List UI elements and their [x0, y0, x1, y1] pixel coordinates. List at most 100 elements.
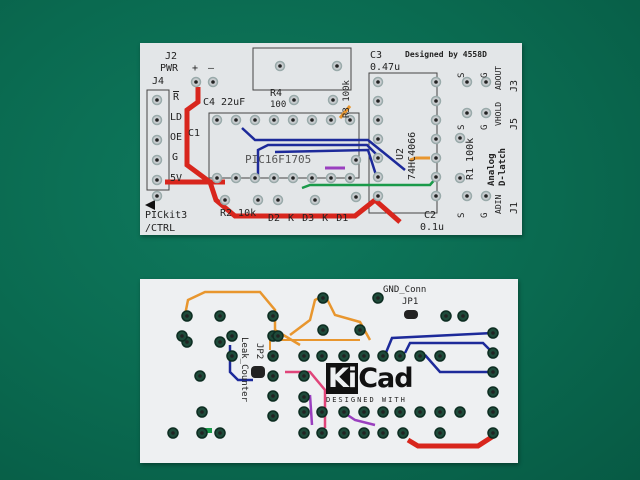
pin-label-oe: OE: [170, 132, 183, 143]
trace-blue: [241, 127, 406, 171]
kicad-tagline: DESIGNED WITH: [326, 396, 407, 404]
hole-drill: [418, 410, 422, 414]
hole-drill: [218, 431, 222, 435]
c3-value: 0.47u: [370, 62, 401, 73]
plus-label: +: [192, 63, 199, 74]
jp1-pad: [404, 310, 418, 319]
trace-purple: [308, 394, 314, 426]
hole-drill: [198, 374, 202, 378]
trace-blue: [383, 331, 494, 356]
hole-drill: [465, 111, 469, 115]
trace-red: [406, 432, 497, 449]
hole-drill: [218, 340, 222, 344]
hole-drill: [215, 118, 219, 122]
hole-drill: [348, 176, 352, 180]
r1-label: R1 100k: [465, 137, 476, 180]
r2-label: R2 10k: [220, 208, 257, 219]
hole-drill: [376, 156, 380, 160]
hole-drill: [313, 198, 317, 202]
hole-drill: [292, 98, 296, 102]
hole-drill: [376, 99, 380, 103]
kicad-logo: KiCad: [326, 363, 414, 394]
hole-drill: [155, 118, 159, 122]
j3-s-label: S: [457, 72, 467, 78]
hole-drill: [376, 296, 380, 300]
hole-drill: [461, 314, 465, 318]
hole-drill: [276, 334, 280, 338]
hole-drill: [362, 354, 366, 358]
hole-drill: [278, 64, 282, 68]
hole-drill: [230, 354, 234, 358]
hole-drill: [155, 158, 159, 162]
minus-label: —: [208, 63, 215, 74]
j1-s-label: S: [457, 212, 467, 218]
pin-label-5v: 5V: [170, 173, 183, 184]
u2-label: U2: [395, 147, 406, 160]
hole-drill: [438, 354, 442, 358]
hole-drill: [348, 118, 352, 122]
hole-drill: [484, 111, 488, 115]
hole-drill: [358, 328, 362, 332]
hole-drill: [362, 431, 366, 435]
jp1-label: JP1: [402, 297, 419, 307]
trace-green: [301, 177, 437, 190]
leak-counter-label: Leak_Counter: [239, 337, 249, 403]
trace-red: [184, 87, 402, 224]
hole-drill: [362, 410, 366, 414]
j1-g-label: G: [480, 212, 490, 218]
hole-drill: [310, 118, 314, 122]
hole-drill: [155, 194, 159, 198]
j5-label: J5: [509, 117, 520, 130]
hole-drill: [398, 410, 402, 414]
hole-drill: [234, 118, 238, 122]
hole-drill: [438, 431, 442, 435]
hole-drill: [491, 410, 495, 414]
hole-drill: [276, 198, 280, 202]
hole-drill: [376, 118, 380, 122]
hole-drill: [302, 374, 306, 378]
hole-drill: [491, 431, 495, 435]
j3-label: J3: [509, 79, 520, 92]
hole-drill: [458, 410, 462, 414]
hole-drill: [444, 314, 448, 318]
hole-drill: [320, 354, 324, 358]
trace-blue: [403, 341, 494, 354]
hole-drill: [271, 314, 275, 318]
hole-drill: [354, 195, 358, 199]
hole-drill: [342, 410, 346, 414]
designer-credit: Designed by 4558D: [405, 50, 487, 59]
hole-drill: [211, 80, 215, 84]
hole-drill: [320, 410, 324, 414]
hole-drill: [484, 80, 488, 84]
hole-drill: [271, 414, 275, 418]
c4-label: C4 22uF: [203, 97, 246, 108]
hole-drill: [200, 431, 204, 435]
hole-drill: [155, 98, 159, 102]
hole-drill: [342, 431, 346, 435]
hole-drill: [491, 370, 495, 374]
through-holes: [151, 60, 499, 439]
j5-g-label: G: [480, 124, 490, 130]
hole-drill: [376, 80, 380, 84]
hole-drill: [302, 395, 306, 399]
hole-drill: [302, 410, 306, 414]
hole-drill: [180, 334, 184, 338]
hole-drill: [302, 354, 306, 358]
hole-drill: [329, 118, 333, 122]
j5-signal: VHOLD: [494, 101, 503, 126]
hole-drill: [342, 354, 346, 358]
j2-label: J2: [165, 51, 178, 62]
r3-label: R3 100k: [342, 80, 352, 118]
hole-drill: [376, 175, 380, 179]
hole-drill: [329, 176, 333, 180]
hole-drill: [381, 431, 385, 435]
j5-s-label: S: [457, 124, 467, 130]
hole-drill: [215, 176, 219, 180]
trace-blue: [274, 148, 378, 176]
hole-drill: [458, 136, 462, 140]
hole-drill: [256, 198, 260, 202]
hole-drill: [434, 194, 438, 198]
pin-label-ld: LD: [170, 112, 183, 123]
u2-part: 74HC4066: [407, 131, 418, 180]
hole-drill: [331, 98, 335, 102]
